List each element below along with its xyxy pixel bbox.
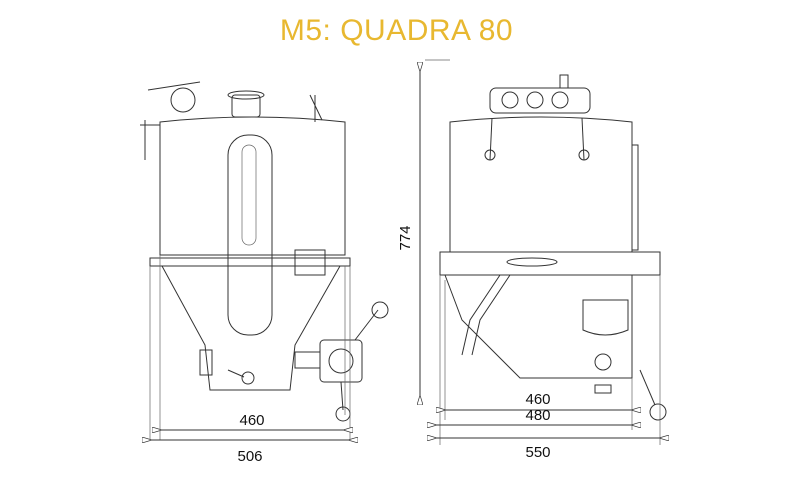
dimension-label: 460 (239, 412, 264, 429)
side-dim-774: 774 (397, 72, 420, 395)
dimension-label: 460 (525, 391, 550, 408)
dimension-label: 774 (397, 225, 414, 250)
drawing-title: M5: QUADRA 80 (279, 14, 514, 47)
front-view (140, 81, 389, 440)
dimension-label: 550 (525, 444, 550, 461)
dimension-label: 506 (237, 448, 262, 465)
front-dim-460: 460 (162, 412, 343, 430)
side-view (425, 59, 667, 445)
side-dim-460: 460 (446, 391, 631, 410)
dimension-label: 480 (525, 407, 550, 424)
front-dim-506: 506 (152, 440, 348, 465)
side-dim-550: 550 (437, 438, 659, 461)
side-dim-480: 480 (437, 407, 631, 425)
